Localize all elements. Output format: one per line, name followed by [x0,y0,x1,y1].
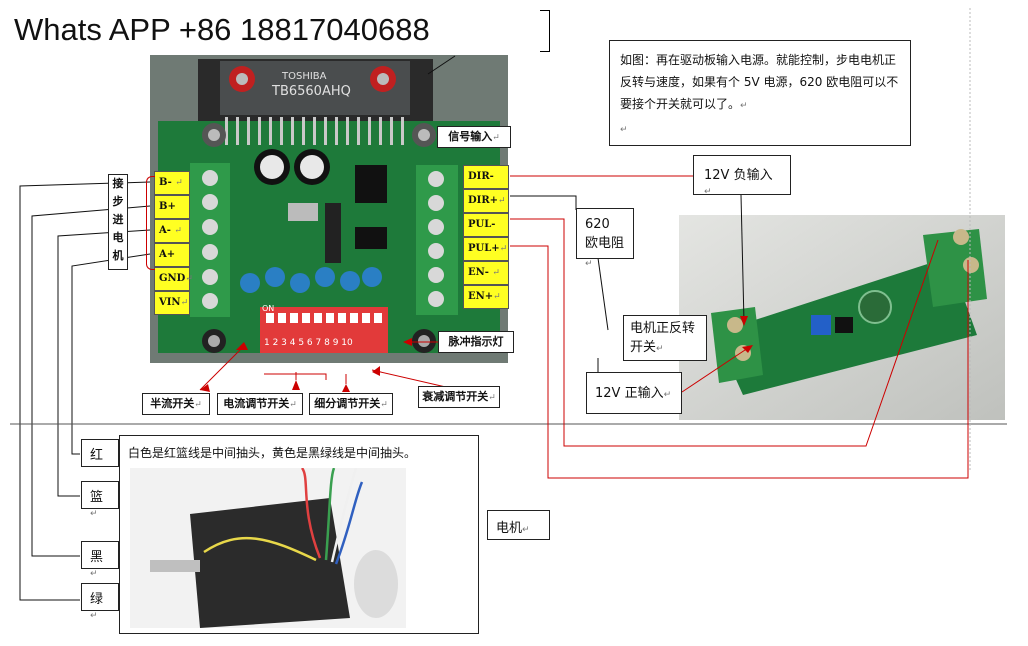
wire-label-blue: 篮↵ [81,481,119,519]
note-switch: 电机正反转开关↵ [623,315,707,361]
terminal-label-b-minus: B- ↵ [154,171,190,195]
callout-microstep: 细分调节开关↵ [309,393,393,415]
switch-trimmer [811,315,831,335]
heading-bracket [540,10,550,52]
right-terminal [923,229,987,307]
motor-wires [203,468,364,565]
callout-pulse-led: 脉冲指示灯 [438,331,514,353]
wire-resistor-to-switch [597,257,609,331]
wire-pos-to-terminal [681,347,749,393]
wire-bplus-to-green [19,181,151,601]
terminal-label-en-minus: EN- ↵ [463,261,509,285]
motor-connect-bracket [146,176,155,270]
driver-board-photo: TOSHIBA TB6560AHQ [150,55,508,363]
terminal-label-pul-plus: PUL+↵ [463,237,509,261]
wire-label-red: 红 [81,439,119,467]
callout-decay: 衰减调节开关↵ [418,386,500,408]
chip-model: TB6560AHQ [271,84,351,99]
motor-body [190,498,350,628]
wire-pulplus [510,245,969,479]
arrowheads [200,316,753,392]
callout-lines [199,345,451,391]
terminal-label-a-minus: A- ↵ [154,219,190,243]
wire-dirplus [510,195,577,210]
terminal-label-b-plus: B+ ↵ [154,195,190,234]
motor-connect-label: 接步进电机 [108,174,128,270]
wire-label-black: 黑↵ [81,541,119,579]
red-wires [405,175,969,479]
jumper [288,203,318,221]
terminal-label-dir-plus: DIR+↵ [463,189,509,213]
signal-callout-line [427,55,456,75]
wire-color-note: 白色是红篮线是中间抽头，黄色是黑绿线是中间抽头。 [128,446,417,460]
left-terminal-block [190,163,230,317]
diode [325,203,341,263]
terminal-label-vin: VIN↵ [154,291,190,315]
driver-board-drawing: TOSHIBA TB6560AHQ [150,55,508,363]
switch-board-drawing [679,215,1005,420]
right-terminal-block [416,165,458,315]
terminal-label-gnd: GND↵ [154,267,193,291]
contact-heading: Whats APP +86 18817040688 [14,12,430,47]
switch-pad [858,290,892,324]
black-wires [10,8,1007,601]
note-resistor: 620 欧电阻↵ [576,208,634,269]
wire-neg-to-terminal [740,194,745,323]
regulator [355,227,387,249]
wire-bminus-to-black [31,205,151,557]
motor-photo-frame: 白色是红篮线是中间抽头，黄色是黑绿线是中间抽头。 [119,435,479,634]
chip-brand: TOSHIBA [281,71,327,82]
dip-on-label: ON [262,304,274,313]
chip-pins [225,117,404,145]
terminal-label-en-plus: EN+↵ [463,285,509,309]
motor-photo [130,468,406,628]
callout-current-adjust: 电流调节开关↵ [217,393,303,415]
wire-aminus-to-blue [57,229,151,497]
motor-drawing [130,468,406,628]
switch-ic [835,317,853,333]
note-pos-input: 12V 正输入↵ [586,372,682,414]
callout-half-current: 半流开关↵ [142,393,210,415]
optocoupler [355,165,387,203]
dip-numbers: 1 2 3 4 5 6 7 8 9 10 [264,338,353,348]
terminal-label-pul-minus: PUL- ↵ [463,213,509,252]
terminal-label-dir-minus: DIR- ↵ [463,165,509,204]
motor-label: 电机↵ [487,510,550,540]
potentiometers [240,267,382,293]
terminal-label-a-plus: A+ ↵ [154,243,190,282]
callout-signal-input: 信号输入↵ [437,126,511,148]
note-neg-input: 12V 负输入↵ [693,155,791,197]
motor-shaft [150,560,200,572]
motor-knob [354,550,398,618]
switch-board-photo [679,215,1005,420]
wire-pulminus [510,218,939,447]
note-top: 如图：再在驱动板输入电源。就能控制，步电电机正反转与速度，如果有个 5V 电源，… [609,40,911,146]
wire-label-green: 绿↵ [81,583,119,621]
